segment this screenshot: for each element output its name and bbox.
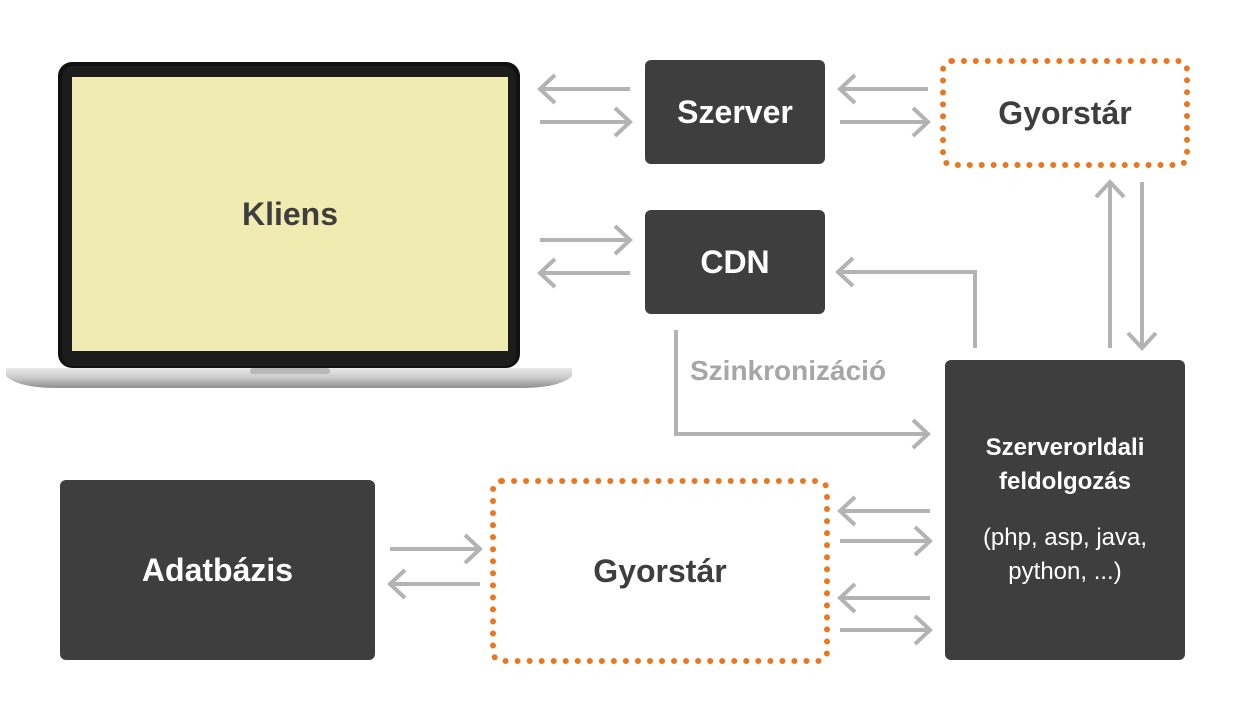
arrow-right bbox=[840, 106, 931, 138]
arrow-left bbox=[387, 568, 480, 600]
top-cache-box: Gyorstár bbox=[940, 58, 1190, 168]
processing-cache-vertical-arrows bbox=[1094, 179, 1158, 351]
arrow-left bbox=[537, 257, 630, 289]
database-box: Adatbázis bbox=[60, 480, 375, 660]
processing-sub-line1: (php, asp, java, bbox=[982, 524, 1148, 551]
server-box: Szerver bbox=[645, 60, 825, 164]
laptop-base bbox=[6, 368, 572, 388]
processing-title-line2: feldolgozás bbox=[998, 468, 1131, 495]
arrow-left bbox=[537, 73, 630, 105]
arrow-left bbox=[837, 495, 930, 527]
arrow-right bbox=[390, 533, 483, 565]
processing-to-cdn-arrow bbox=[835, 256, 977, 348]
server-cache-arrows bbox=[837, 73, 931, 138]
arrow-up bbox=[1094, 179, 1126, 348]
arrow-left bbox=[837, 582, 930, 614]
cdn-sync-arrow bbox=[674, 330, 931, 450]
cache-processing-arrows-lower bbox=[837, 582, 933, 646]
client-cdn-arrows bbox=[537, 224, 633, 289]
database-cache-arrows bbox=[387, 533, 483, 600]
arrow-left bbox=[837, 73, 928, 105]
cache-processing-arrows-upper bbox=[837, 495, 933, 557]
client-server-arrows bbox=[537, 73, 633, 138]
processing-title-line1: Szerverorldali bbox=[985, 434, 1145, 461]
sync-label: Szinkronizáció bbox=[690, 355, 887, 386]
laptop-screen bbox=[72, 77, 508, 351]
arrow-right bbox=[540, 224, 633, 256]
cdn-box: CDN bbox=[645, 210, 825, 314]
laptop-notch bbox=[250, 368, 330, 374]
arrow-down bbox=[1126, 182, 1158, 351]
arrow-right bbox=[840, 525, 933, 557]
processing-sub-line2: python, ...) bbox=[1008, 558, 1122, 585]
client-label: Kliens bbox=[241, 195, 339, 232]
arrow-right bbox=[540, 106, 633, 138]
bottom-cache-box: Gyorstár bbox=[490, 478, 830, 664]
server-side-processing-box: Szerverorldali feldolgozás (php, asp, ja… bbox=[945, 360, 1185, 660]
arrow-right bbox=[840, 614, 933, 646]
